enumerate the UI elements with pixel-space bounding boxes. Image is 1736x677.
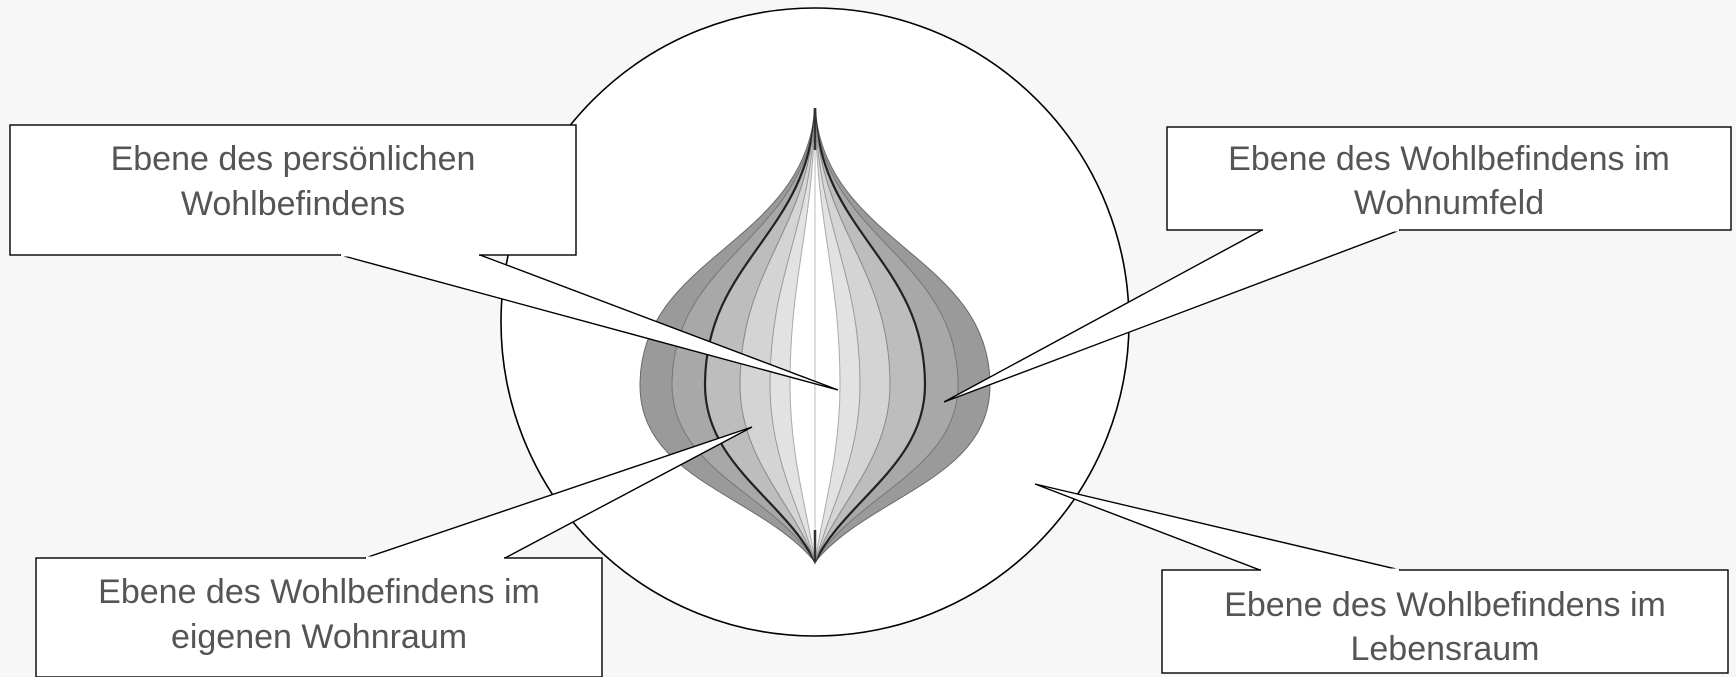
label-living-space-line2: Lebensraum — [1350, 630, 1539, 668]
label-own-space-line1: Ebene des Wohlbefindens im — [98, 573, 540, 611]
label-own-space-line2: eigenen Wohnraum — [171, 618, 467, 656]
label-environment-line2: Wohnumfeld — [1354, 184, 1544, 222]
label-living-space-line1: Ebene des Wohlbefindens im — [1224, 586, 1666, 624]
label-personal-line2: Wohlbefindens — [181, 185, 405, 223]
label-personal-line1: Ebene des persönlichen — [111, 140, 476, 178]
label-environment-line1: Ebene des Wohlbefindens im — [1228, 140, 1670, 178]
callout-living-environment: Ebene des Wohlbefindens im Lebensraum — [1035, 484, 1728, 673]
callout-pointer — [1035, 484, 1400, 570]
